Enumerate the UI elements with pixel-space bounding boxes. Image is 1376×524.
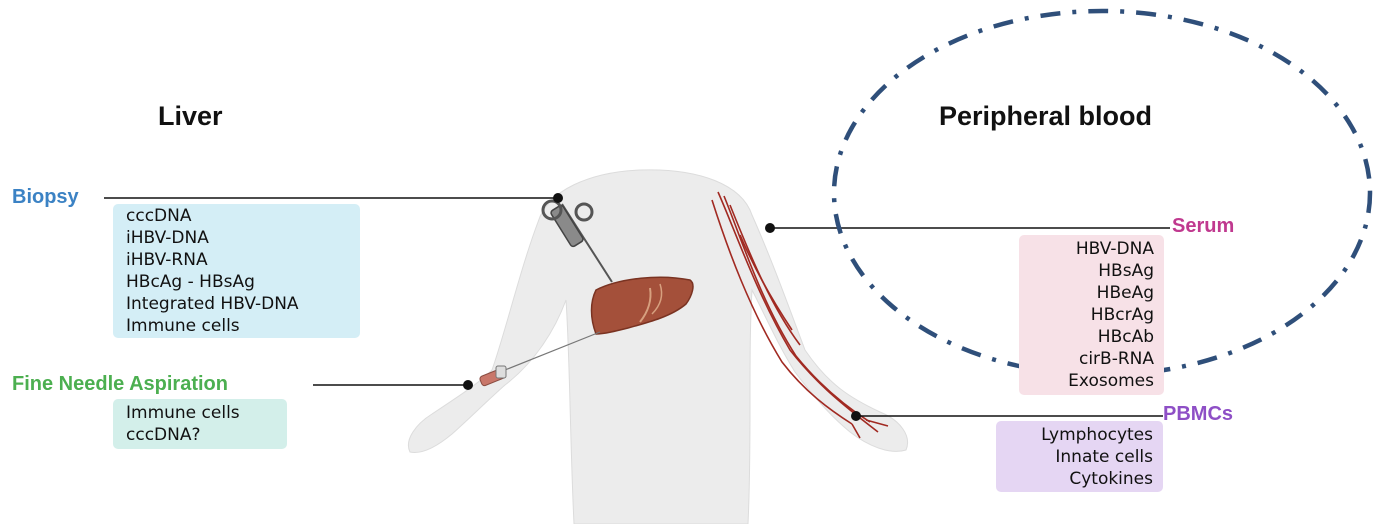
list-item: iHBV-DNA	[126, 227, 360, 249]
list-item: iHBV-RNA	[126, 249, 360, 271]
fna-dot	[463, 380, 473, 390]
pbmc-markers-box: Lymphocytes Innate cells Cytokines	[996, 421, 1163, 492]
serum-dot	[765, 223, 775, 233]
serum-markers-box: HBV-DNA HBsAg HBeAg HBcrAg HBcAb cirB-RN…	[1019, 235, 1164, 395]
liver-heading: Liver	[158, 101, 223, 132]
list-item: HBeAg	[1019, 282, 1154, 304]
list-item: Innate cells	[996, 446, 1153, 468]
biopsy-label: Biopsy	[12, 186, 79, 209]
peripheral-blood-heading: Peripheral blood	[939, 101, 1152, 132]
serum-label: Serum	[1172, 215, 1234, 238]
list-item: HBcrAg	[1019, 304, 1154, 326]
list-item: HBsAg	[1019, 260, 1154, 282]
biopsy-markers-box: cccDNA iHBV-DNA iHBV-RNA HBcAg - HBsAg I…	[113, 204, 360, 338]
list-item: Lymphocytes	[996, 424, 1153, 446]
biopsy-dot	[553, 193, 563, 203]
list-item: cccDNA?	[126, 424, 287, 446]
pbmc-dot	[851, 411, 861, 421]
list-item: Immune cells	[126, 315, 360, 337]
list-item: HBV-DNA	[1019, 238, 1154, 260]
list-item: cirB-RNA	[1019, 348, 1154, 370]
list-item: Immune cells	[126, 402, 287, 424]
list-item: HBcAb	[1019, 326, 1154, 348]
pbmc-label: PBMCs	[1163, 403, 1233, 426]
fna-markers-list: Immune cells cccDNA?	[126, 402, 287, 446]
list-item: Exosomes	[1019, 370, 1154, 392]
pbmc-markers-list: Lymphocytes Innate cells Cytokines	[996, 424, 1153, 490]
list-item: cccDNA	[126, 205, 360, 227]
list-item: Cytokines	[996, 468, 1153, 490]
list-item: HBcAg - HBsAg	[126, 271, 360, 293]
biopsy-markers-list: cccDNA iHBV-DNA iHBV-RNA HBcAg - HBsAg I…	[126, 205, 360, 337]
fna-label: Fine Needle Aspiration	[12, 373, 228, 396]
list-item: Integrated HBV-DNA	[126, 293, 360, 315]
human-body-silhouette	[408, 170, 907, 524]
fna-markers-box: Immune cells cccDNA?	[113, 399, 287, 449]
serum-markers-list: HBV-DNA HBsAg HBeAg HBcrAg HBcAb cirB-RN…	[1019, 238, 1154, 392]
